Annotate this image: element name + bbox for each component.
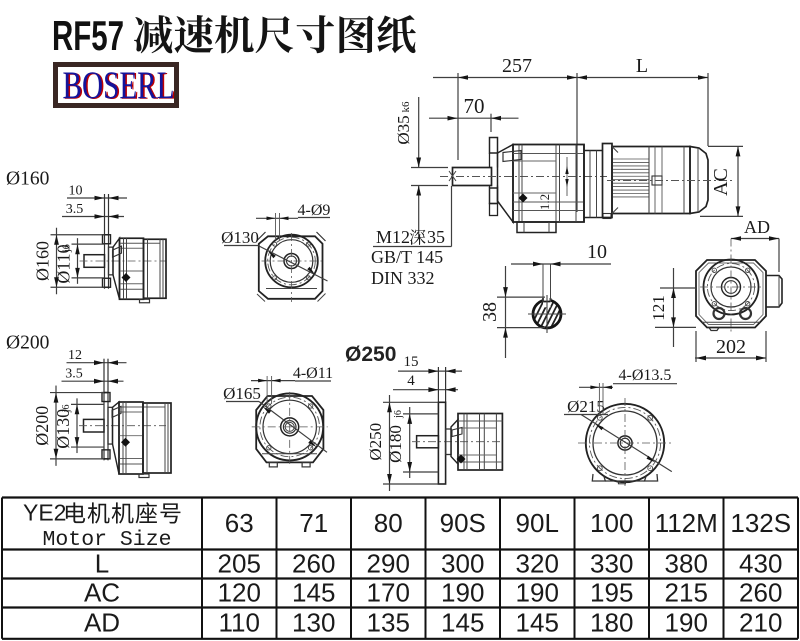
svg-text:Ø110: Ø110 [54,244,74,283]
svg-text:Ø165: Ø165 [223,384,261,403]
svg-text:170: 170 [367,578,410,608]
svg-text:205: 205 [218,549,261,579]
svg-text:12: 12 [68,348,82,363]
svg-text:290: 290 [367,549,410,579]
svg-text:Ø160: Ø160 [6,169,49,190]
svg-text:AD: AD [84,608,120,638]
svg-text:4-Ø11: 4-Ø11 [293,365,333,382]
svg-text:L: L [636,55,648,77]
svg-text:L: L [95,549,109,579]
svg-text:121: 121 [649,295,668,321]
svg-text:257: 257 [502,55,532,77]
svg-text:3.5: 3.5 [65,367,83,382]
svg-text:1.2: 1.2 [537,194,552,210]
svg-text:GB/T 145: GB/T 145 [371,247,443,267]
svg-text:10: 10 [587,241,607,263]
svg-text:63: 63 [225,508,254,538]
svg-text:202: 202 [716,336,746,358]
svg-text:DIN 332: DIN 332 [371,268,435,288]
svg-text:80: 80 [374,508,403,538]
svg-text:BOSERL: BOSERL [64,65,176,108]
svg-text:AD: AD [744,217,770,237]
svg-text:j6: j6 [61,404,72,413]
svg-text:180: 180 [590,608,633,638]
svg-text:110: 110 [219,608,260,638]
svg-text:145: 145 [292,578,335,608]
svg-text:Ø250: Ø250 [366,423,385,461]
svg-text:260: 260 [292,549,335,579]
svg-text:190: 190 [516,578,559,608]
svg-text:135: 135 [367,608,410,638]
svg-text:70: 70 [464,94,485,118]
svg-text:15: 15 [404,354,419,370]
svg-text:k6: k6 [400,101,412,113]
svg-text:145: 145 [441,608,484,638]
svg-text:M12: M12 [376,227,410,247]
svg-text:3.5: 3.5 [66,202,84,217]
svg-text:130: 130 [292,608,335,638]
svg-text:Ø200: Ø200 [32,406,52,446]
svg-text:Ø180: Ø180 [386,425,405,463]
svg-text:190: 190 [665,608,708,638]
svg-text:Ø215: Ø215 [567,397,605,416]
svg-text:AC: AC [84,578,120,608]
svg-text:YE2: YE2 [23,500,66,526]
svg-text:112M: 112M [655,508,718,538]
svg-text:90S: 90S [440,508,486,538]
svg-text:Ø35: Ø35 [394,115,413,144]
svg-text:10: 10 [69,184,83,199]
svg-text:190: 190 [441,578,484,608]
svg-text:195: 195 [590,578,633,608]
svg-text:38: 38 [479,302,501,322]
svg-text:300: 300 [441,549,484,579]
svg-text:260: 260 [739,578,782,608]
svg-text:Motor Size: Motor Size [42,528,171,552]
svg-text:j6: j6 [62,244,73,253]
svg-text:AC: AC [710,168,732,196]
svg-text:430: 430 [739,549,782,579]
svg-text:71: 71 [299,508,328,538]
svg-text:Ø130: Ø130 [221,228,259,247]
svg-text:90L: 90L [516,508,559,538]
svg-text:380: 380 [665,549,708,579]
svg-text:100: 100 [590,508,633,538]
svg-text:320: 320 [516,549,559,579]
svg-text:132S: 132S [730,508,791,538]
svg-text:BOSERL: BOSERL [63,64,175,107]
svg-text:RF57: RF57 [52,12,124,59]
svg-text:4: 4 [407,373,415,389]
svg-text:4-Ø9: 4-Ø9 [298,202,331,219]
svg-text:Ø200: Ø200 [6,333,49,354]
svg-text:Ø130: Ø130 [53,409,73,449]
svg-text:Ø250: Ø250 [345,343,396,366]
svg-text:215: 215 [665,578,708,608]
svg-text:Ø160: Ø160 [33,241,53,281]
svg-text:120: 120 [218,578,261,608]
svg-text:145: 145 [516,608,559,638]
svg-text:j6: j6 [393,410,404,419]
svg-text:4-Ø13.5: 4-Ø13.5 [619,367,672,384]
svg-text:210: 210 [739,608,782,638]
svg-text:35: 35 [427,227,445,247]
svg-text:330: 330 [590,549,633,579]
